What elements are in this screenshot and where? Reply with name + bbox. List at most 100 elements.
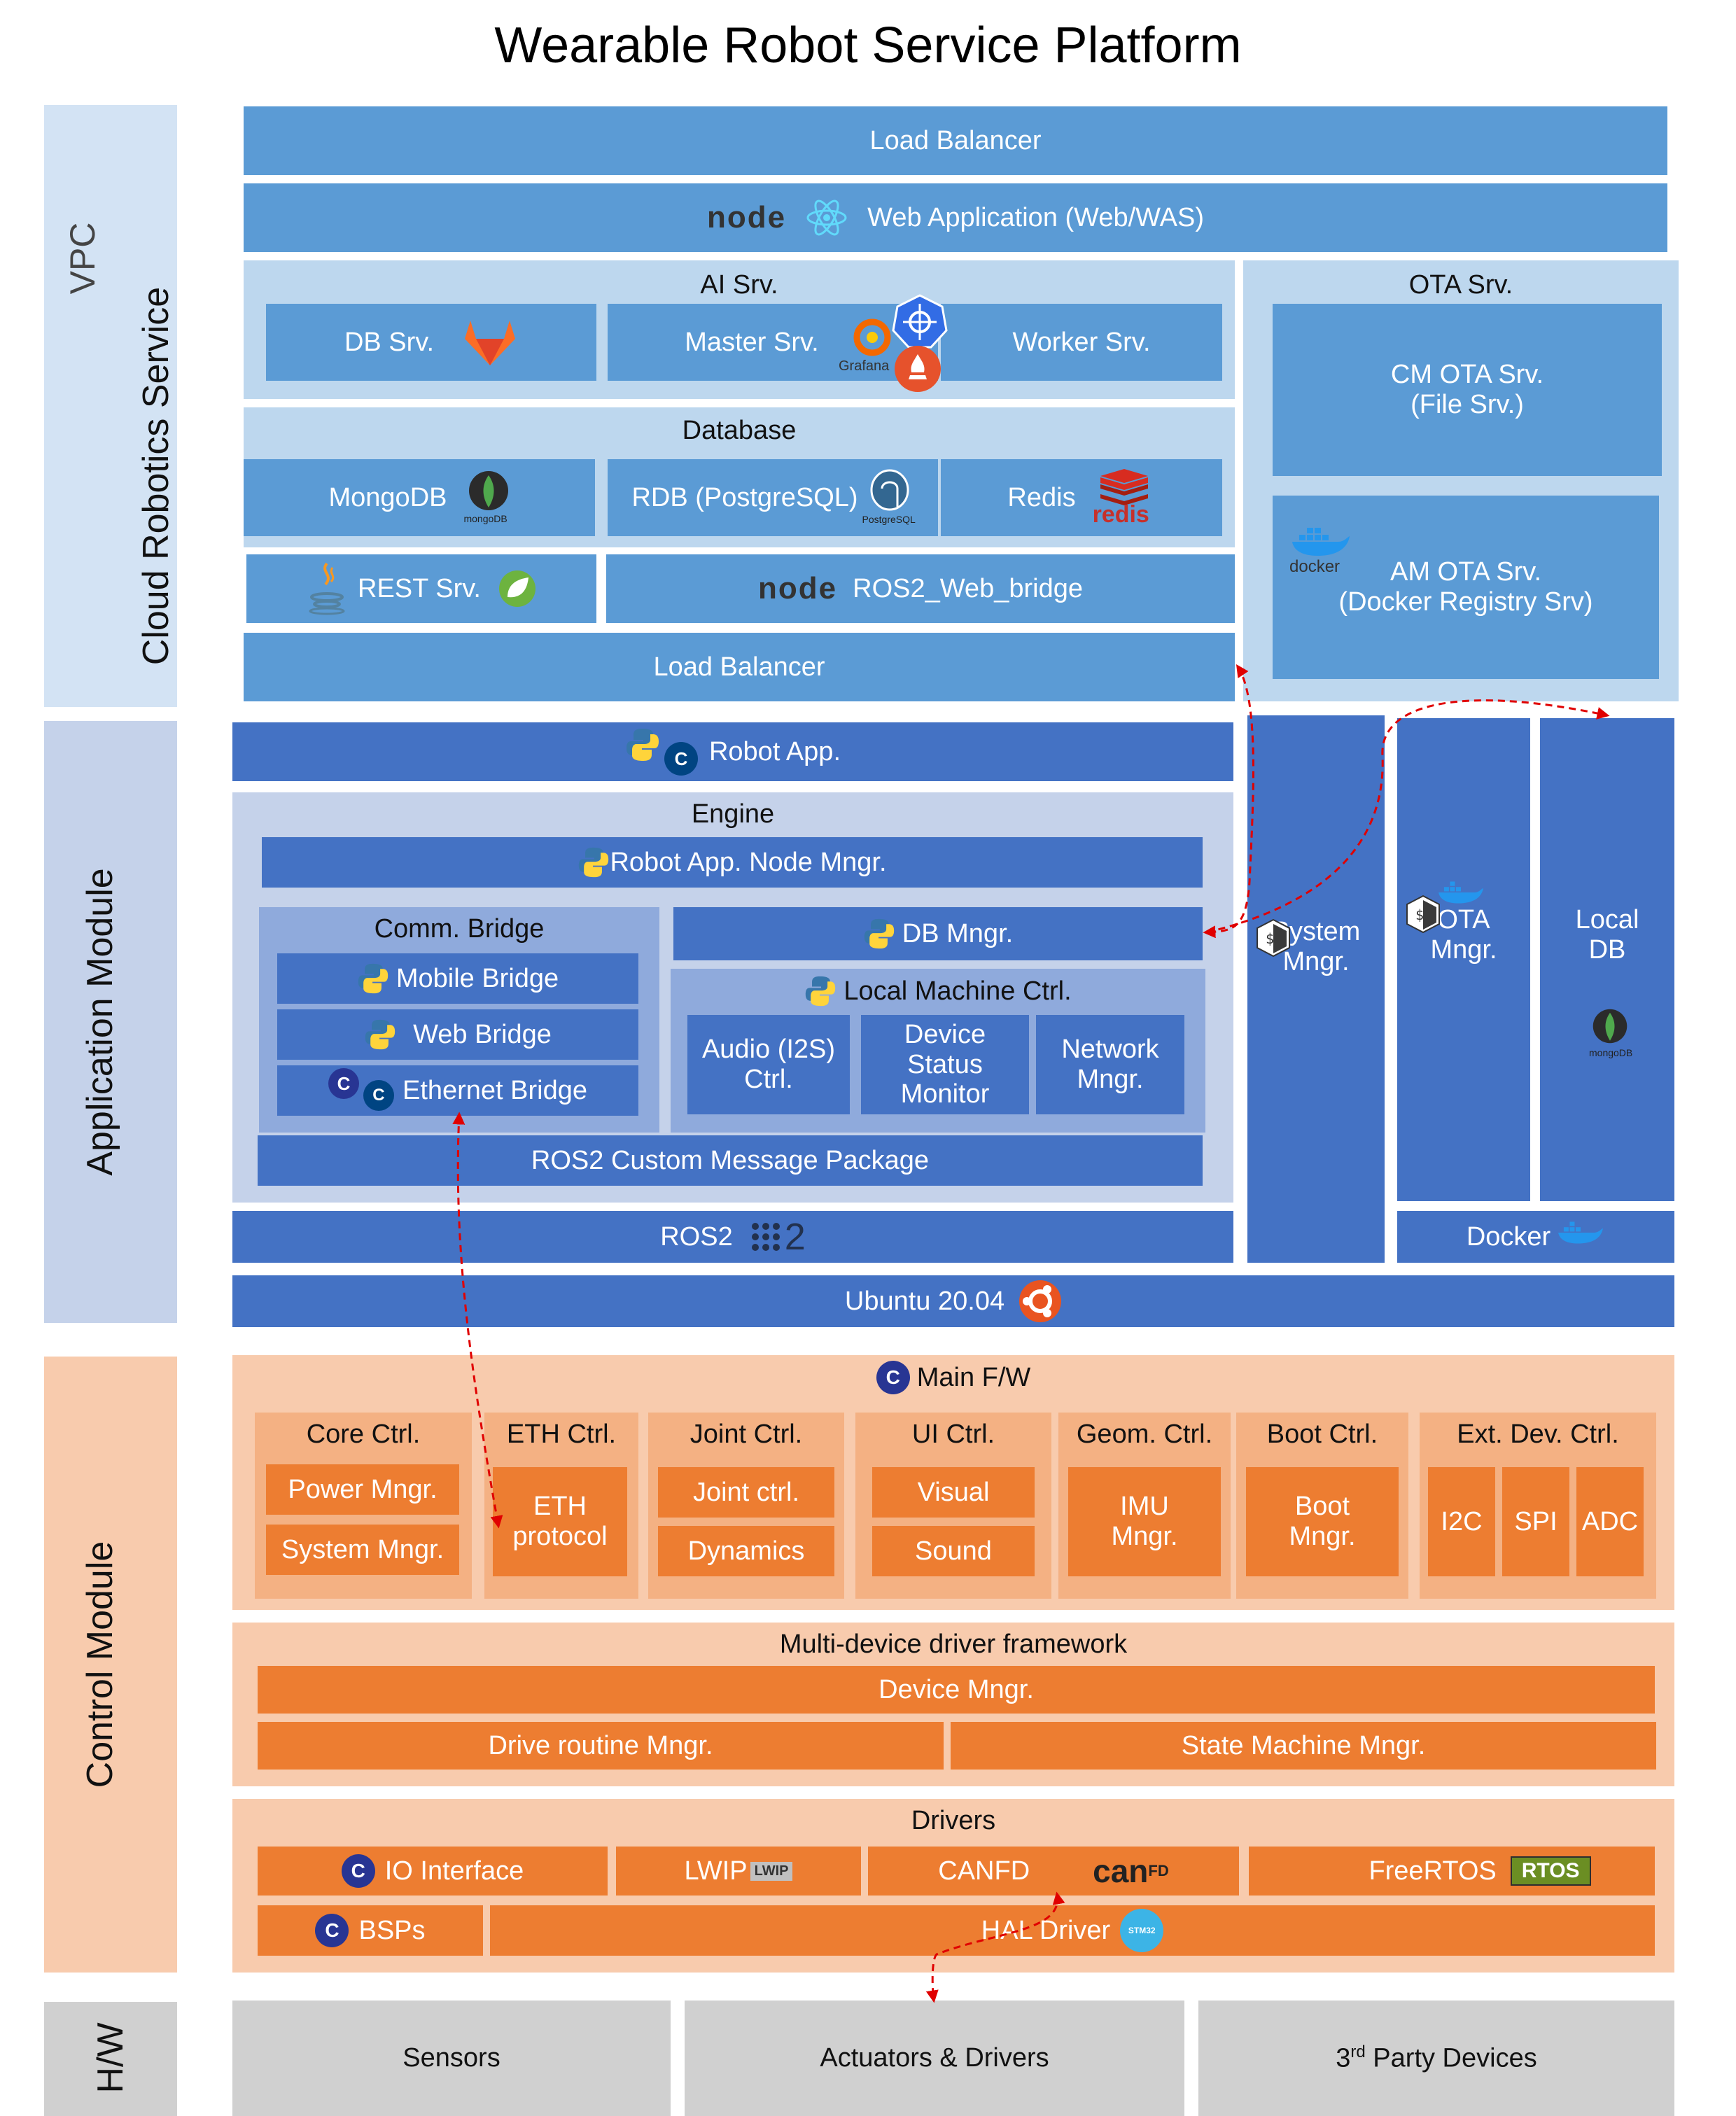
joint-ctrl-item-label: Joint ctrl. (692, 1477, 800, 1507)
eth-protocol-label: ETH protocol (512, 1492, 608, 1551)
spi-label: SPI (1514, 1506, 1558, 1536)
lwip-logo: LWIP (750, 1861, 793, 1881)
boot-mngr-label: Boot Mngr. (1289, 1492, 1356, 1551)
imu-mngr-label: IMU Mngr. (1111, 1492, 1178, 1551)
spring-icon (498, 569, 537, 608)
hal-driver: HAL Driver STM32 (490, 1905, 1655, 1956)
imu-mngr: IMU Mngr. (1068, 1467, 1221, 1576)
ethernet-bridge: C C Ethernet Bridge (277, 1065, 638, 1116)
db-srv-label: DB Srv. (344, 327, 435, 357)
react-icon (806, 197, 848, 239)
python-icon (804, 975, 836, 1007)
database-title: Database (682, 416, 797, 445)
mongodb-label: MongoDB (328, 482, 447, 512)
adc-label: ADC (1581, 1506, 1639, 1536)
local-machine-title: Local Machine Ctrl. (844, 976, 1072, 1006)
rdb-block: RDB (PostgreSQL) PostgreSQL (608, 459, 938, 536)
ai-srv-title: AI Srv. (700, 270, 778, 300)
docker-icon (1289, 525, 1352, 562)
ui-ctrl-group: UI Ctrl. Visual Sound (855, 1413, 1051, 1599)
local-db: Local DB (1540, 718, 1674, 1201)
master-srv: Master Srv. (608, 304, 938, 381)
db-mngr-label: DB Mngr. (902, 918, 1014, 948)
system-mngr-ctrl-label: System Mngr. (281, 1534, 444, 1564)
mongodb-logo-text: mongoDB (463, 513, 507, 524)
cm-ota-srv-label: CM OTA Srv. (File Srv.) (1390, 360, 1544, 419)
engine-panel: Engine Robot App. Node Mngr. Comm. Bridg… (232, 792, 1233, 1203)
node-logo: node (758, 571, 838, 605)
ai-srv-panel: AI Srv. DB Srv. Master Srv. Worker Srv. … (244, 260, 1235, 399)
c-icon: C (341, 1854, 375, 1888)
ext-dev-ctrl-group: Ext. Dev. Ctrl. I2C SPI ADC (1420, 1413, 1656, 1599)
redis-icon: redis (1093, 468, 1156, 528)
node-logo: node (707, 200, 787, 234)
io-interface-label: IO Interface (384, 1856, 524, 1886)
sound-label: Sound (915, 1536, 992, 1566)
bsps-label: BSPs (358, 1915, 426, 1945)
robot-app-node-mngr: Robot App. Node Mngr. (262, 837, 1203, 888)
postgresql-logo-text: PostgreSQL (862, 514, 916, 525)
bsps: C BSPs (258, 1905, 483, 1956)
docker-block: Docker (1397, 1211, 1674, 1263)
c-icon: C (328, 1068, 359, 1099)
robot-app-label: Robot App. (708, 736, 841, 766)
ros2-logo-text: 2 (784, 1216, 806, 1258)
am-ota-srv: AM OTA Srv. (Docker Registry Srv) (1273, 496, 1659, 679)
web-bridge-label: Web Bridge (413, 1019, 552, 1049)
i2c-label: I2C (1441, 1506, 1483, 1536)
load-balancer-bottom-label: Load Balancer (653, 652, 825, 682)
docker-icon (1556, 1219, 1605, 1254)
visual-label: Visual (917, 1477, 990, 1507)
db-srv: DB Srv. (266, 304, 596, 381)
mongodb-icon (1592, 1008, 1628, 1048)
database-panel: Database MongoDB mongoDB RDB (PostgreSQL… (244, 407, 1235, 547)
ros2-block: ROS2 2 (232, 1211, 1233, 1263)
lwip-label: LWIP (684, 1856, 748, 1886)
c-icon: C (315, 1914, 349, 1947)
prometheus-icon (893, 344, 942, 397)
ubuntu-label: Ubuntu 20.04 (844, 1286, 1005, 1316)
drive-routine-mngr: Drive routine Mngr. (258, 1722, 944, 1770)
local-machine-panel: Local Machine Ctrl. Audio (I2S) Ctrl. De… (671, 969, 1205, 1133)
side-label-hw-text: H/W (90, 2022, 131, 2094)
visual: Visual (872, 1467, 1035, 1518)
robot-app: C Robot App. (232, 722, 1233, 781)
side-label-cloud: VPC Cloud Robotics Service (44, 105, 177, 707)
network-mngr: Network Mngr. (1036, 1015, 1184, 1114)
side-label-app-text: Application Module (80, 868, 120, 1176)
python-icon (357, 962, 389, 995)
mobile-bridge: Mobile Bridge (277, 953, 638, 1004)
side-label-cloud-text: Cloud Robotics Service (136, 286, 176, 666)
side-label-app: Application Module (44, 721, 177, 1323)
bash-icon: $ (1256, 918, 1291, 961)
can-logo-sup: FD (1148, 1862, 1169, 1879)
svg-text:$: $ (1415, 906, 1424, 923)
load-balancer-top: Load Balancer (244, 106, 1667, 175)
system-mngr: System Mngr. (1247, 715, 1385, 1263)
drive-routine-mngr-label: Drive routine Mngr. (488, 1730, 713, 1760)
multi-device-panel: Multi-device driver framework Device Mng… (232, 1623, 1674, 1786)
rdb-label: RDB (PostgreSQL) (631, 482, 858, 512)
can-logo: can (1093, 1853, 1149, 1889)
mongodb-icon: mongoDB (463, 470, 510, 526)
svg-text:$: $ (1266, 930, 1274, 947)
page-title: Wearable Robot Service Platform (494, 17, 1242, 73)
audio-ctrl-label: Audio (I2S) Ctrl. (701, 1035, 836, 1094)
device-status-monitor: Device Status Monitor (861, 1015, 1029, 1114)
redis-logo-text: redis (1092, 501, 1149, 528)
eth-ctrl-title: ETH Ctrl. (506, 1420, 617, 1449)
worker-srv-label: Worker Srv. (1012, 327, 1151, 357)
docker-label: Docker (1466, 1221, 1551, 1252)
docker-logo-text: docker (1289, 557, 1340, 576)
eth-ctrl-group: ETH Ctrl. ETH protocol (484, 1413, 638, 1599)
multi-device-title: Multi-device driver framework (779, 1630, 1128, 1659)
redis-label: Redis (1007, 482, 1076, 512)
ota-mngr: OTA Mngr. (1397, 718, 1530, 1201)
redis-block: Redis redis (941, 459, 1222, 536)
ros2-web-bridge: node ROS2_Web_bridge (606, 554, 1235, 623)
ros2-custom-message-package-label: ROS2 Custom Message Package (531, 1145, 930, 1175)
docker-icon (1436, 879, 1485, 909)
robot-app-node-mngr-label: Robot App. Node Mngr. (610, 847, 887, 877)
ethernet-bridge-label: Ethernet Bridge (402, 1075, 588, 1105)
spi: SPI (1502, 1467, 1569, 1576)
